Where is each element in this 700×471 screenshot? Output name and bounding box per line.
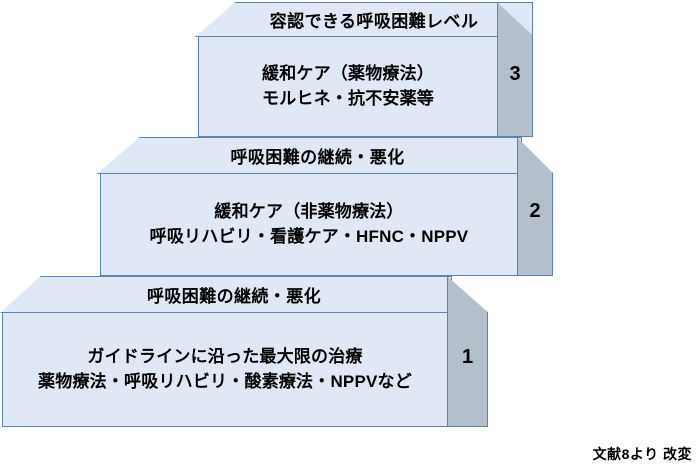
step-3-top-face: 容認できる呼吸困難レベル (195, 2, 533, 37)
step-1-top-face: 呼吸困難の継続・悪化 (0, 276, 452, 313)
step-1-front-face: ガイドラインに沿った最大限の治療 薬物療法・呼吸リハビリ・酸素療法・NPPVなど (2, 312, 448, 427)
step-3-number: 3 (509, 63, 521, 85)
step-3-front-face: 緩和ケア（薬物療法） モルヒネ・抗不安薬等 (198, 36, 498, 137)
step-2-top-caption: 呼吸困難の継続・悪化 (230, 148, 405, 167)
step-2-number: 2 (529, 200, 541, 222)
step-3-body-line-2: モルヒネ・抗不安薬等 (262, 88, 434, 108)
step-1-body-line-2: 薬物療法・呼吸リハビリ・酸素療法・NPPVなど (38, 371, 412, 391)
source-credit: 文献8より 改変 (592, 446, 692, 462)
step-1-number: 1 (461, 346, 474, 368)
step-1-side-face: 1 (447, 276, 488, 427)
step-1-top-caption: 呼吸困難の継続・悪化 (147, 287, 321, 306)
step-2-side-face: 2 (517, 137, 553, 276)
step-3-top-caption: 容認できる呼吸困難レベル (269, 12, 479, 31)
step-2-body-line-1: 緩和ケア（非薬物療法） (214, 201, 404, 221)
step-2-top-face: 呼吸困難の継続・悪化 (97, 137, 522, 174)
step-2-body-line-2: 呼吸リハビリ・看護ケア・HFNC・NPPV (149, 226, 469, 246)
step-1-body-line-1: ガイドラインに沿った最大限の治療 (87, 346, 363, 366)
step-2-front-face: 緩和ケア（非薬物療法） 呼吸リハビリ・看護ケア・HFNC・NPPV (100, 173, 518, 276)
step-3-body-line-1: 緩和ケア（薬物療法） (262, 63, 434, 83)
